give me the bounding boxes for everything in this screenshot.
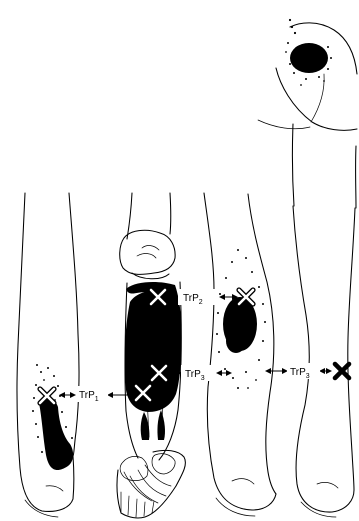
leg-4-outline [293, 206, 355, 517]
leg-3-pain-pattern [216, 249, 266, 389]
leg-2-muscle [125, 282, 182, 440]
leg-1-pain-pattern [32, 364, 73, 470]
trigger-point-marker-trp3-leg4 [335, 364, 349, 378]
buttock-pain-pattern [285, 19, 332, 86]
leg-2-foot [117, 450, 185, 518]
leg-3-outline [204, 193, 276, 516]
trigger-point-labels: TrP1 TrP2 TrP3 TrP3 [76, 289, 320, 403]
leg-1-outline [17, 193, 79, 517]
